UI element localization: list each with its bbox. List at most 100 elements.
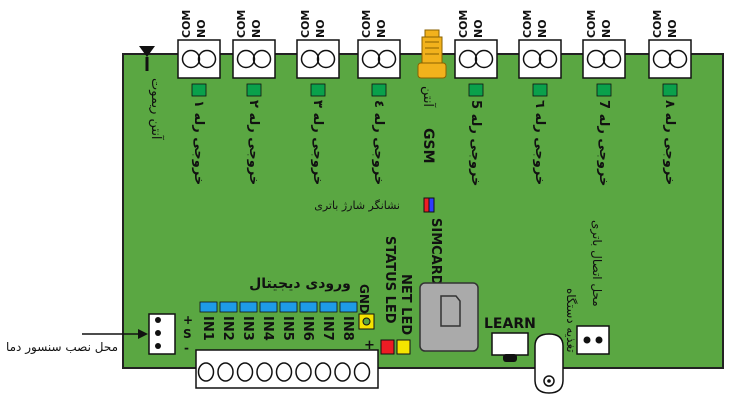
relay-led: [191, 83, 207, 97]
relay-screw-no: [602, 49, 622, 69]
status-led: [380, 339, 395, 355]
relay-screw-no: [474, 49, 494, 69]
relay-led: [246, 83, 262, 97]
input-led: [339, 301, 358, 313]
gnd-label: GND: [357, 284, 371, 314]
relay-led: [596, 83, 612, 97]
temp-sensor-arrow-icon: [82, 329, 148, 339]
terminal-screw: [236, 362, 254, 382]
relay-com-label: COM: [651, 10, 664, 38]
terminal-screw: [197, 362, 215, 382]
net-led: [396, 339, 411, 355]
input-label: IN6: [300, 316, 315, 341]
relay-screw-com: [236, 49, 256, 69]
relay-output-label: خروجی رله ۱: [191, 100, 206, 185]
relay-no-label: NO: [666, 19, 679, 38]
relay-output-label: خروجی رله ۲: [246, 100, 261, 185]
relay-com-label: COM: [360, 10, 373, 38]
input-terminal-block: [195, 349, 379, 389]
relay-screw-no: [538, 49, 558, 69]
relay-screw-com: [586, 49, 606, 69]
relay-output-label: خروجی رله ۳: [310, 100, 325, 185]
input-label: IN4: [260, 316, 275, 341]
input-label: IN8: [340, 316, 355, 341]
input-led: [219, 301, 238, 313]
input-label: IN1: [200, 316, 215, 341]
input-led: [319, 301, 338, 313]
relay-no-label: NO: [250, 19, 263, 38]
sim-card-holder: [419, 282, 479, 352]
relay-com-label: COM: [180, 10, 193, 38]
relay-led: [532, 83, 548, 97]
battery-charge-led: [423, 197, 435, 213]
input-label: IN2: [220, 316, 235, 341]
gsm-antenna-label: آنتن: [420, 86, 437, 108]
terminal-screw: [275, 362, 293, 382]
terminal-screw: [295, 362, 312, 382]
input-label: IN5: [280, 316, 295, 341]
gnd-terminal: [358, 313, 375, 330]
relay-no-label: NO: [600, 19, 613, 38]
gsm-label: GSM: [420, 128, 436, 164]
relay-led: [310, 83, 326, 97]
input-led: [299, 301, 318, 313]
learn-button[interactable]: [491, 332, 529, 362]
relay-output-label: خروجی رله ٦: [532, 100, 547, 185]
gsm-antenna-icon: [417, 29, 447, 79]
input-led: [279, 301, 298, 313]
relay-led: [371, 83, 387, 97]
terminal-screw: [353, 362, 371, 382]
relay-com-label: COM: [235, 10, 248, 38]
relay-no-label: NO: [195, 19, 208, 38]
relay-screw-no: [377, 49, 397, 69]
temp-sensor-location-label: محل نصب سنسور دما: [6, 340, 118, 355]
relay-output-label: خروجی رله ۸: [662, 100, 677, 185]
relay-no-label: NO: [314, 19, 327, 38]
remote-antenna-label: آنتن ریموت: [148, 78, 165, 141]
device-power-label: تغذیه دستگاه: [564, 288, 578, 353]
relay-no-label: NO: [472, 19, 485, 38]
relay-led: [468, 83, 484, 97]
input-label: IN7: [320, 316, 335, 341]
relay-no-label: NO: [536, 19, 549, 38]
terminal-screw: [334, 362, 351, 382]
sensor-plus-label: +: [183, 313, 193, 327]
input-led: [259, 301, 278, 313]
relay-screw-com: [361, 49, 381, 69]
status-led-label: STATUS LED: [382, 236, 397, 324]
relay-screw-com: [458, 49, 478, 69]
relay-output-label: خروجی رله 7: [596, 100, 611, 186]
relay-screw-com: [522, 49, 542, 69]
relay-com-label: COM: [457, 10, 470, 38]
battery-connector: [576, 325, 610, 355]
power-jack: [534, 333, 564, 394]
input-label: IN3: [240, 316, 255, 341]
input-led: [239, 301, 258, 313]
relay-com-label: COM: [521, 10, 534, 38]
relay-output-label: خروجی رله ٤: [371, 100, 386, 185]
simcard-label: SIMCARD: [428, 218, 443, 286]
input-led: [199, 301, 218, 313]
relay-screw-com: [652, 49, 672, 69]
relay-com-label: COM: [585, 10, 598, 38]
battery-charge-indicator-label: نشانگر شارژ باتری: [314, 199, 400, 212]
net-led-label: NET LED: [398, 274, 413, 335]
learn-label: LEARN: [484, 316, 536, 332]
relay-screw-com: [181, 49, 201, 69]
digital-inputs-label: ورودی دیجیتال: [249, 276, 351, 292]
relay-screw-com: [300, 49, 320, 69]
relay-screw-no: [668, 49, 688, 69]
temp-sensor-connector: [148, 313, 176, 355]
terminal-screw: [256, 362, 273, 382]
relay-no-label: NO: [375, 19, 388, 38]
relay-screw-no: [252, 49, 272, 69]
relay-output-label: خروجی رله 5: [468, 100, 483, 186]
